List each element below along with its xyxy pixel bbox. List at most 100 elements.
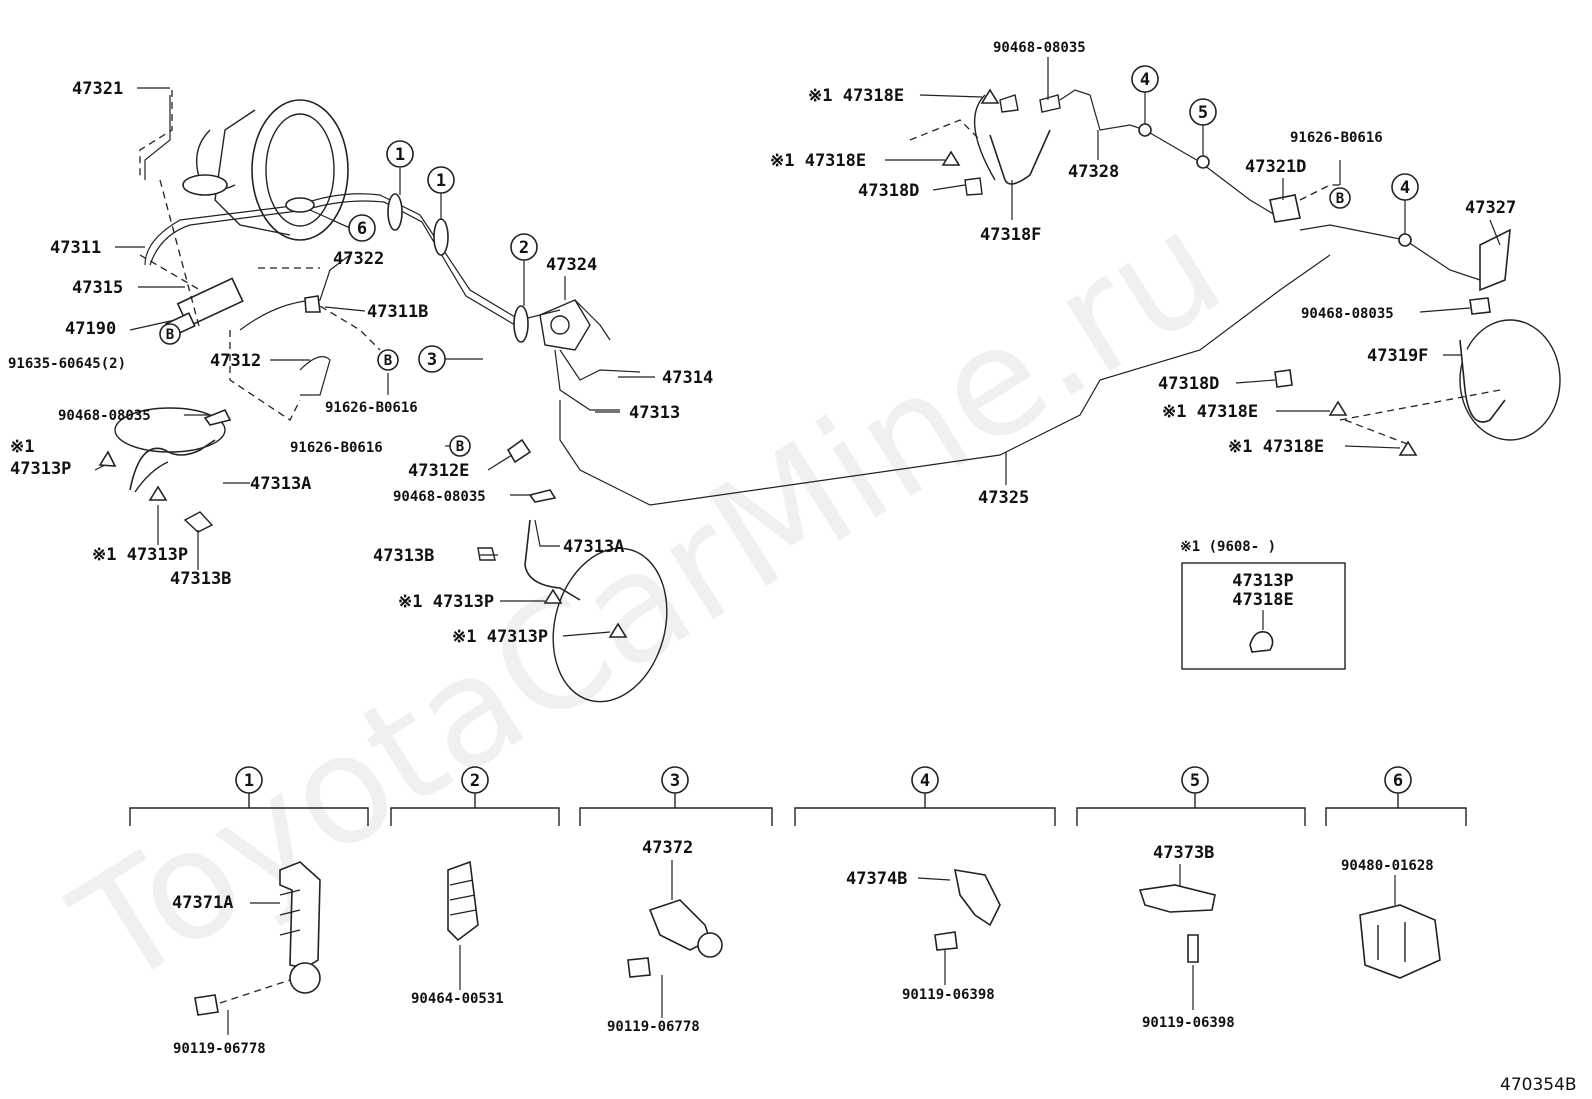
bracket-47318E-a (980, 88, 1000, 104)
group-1: 1 47371A 90119-06778 (129, 766, 369, 1057)
label-91635: 91635-60645(2) (8, 356, 126, 372)
clip-90468-a (203, 408, 232, 426)
svg-text:2: 2 (470, 771, 480, 791)
label-47318E-d: ※1 47318E (1228, 437, 1324, 457)
label-47313P-c: ※1 47313P (398, 592, 494, 612)
label-47313: 47313 (629, 403, 680, 423)
brake-booster (182, 99, 349, 241)
svg-text:B: B (166, 327, 174, 343)
rear-hose-47319F (1459, 319, 1561, 441)
label-47322: 47322 (333, 249, 384, 269)
svg-text:3: 3 (670, 771, 680, 791)
label-47313P-a: 47313P (10, 459, 71, 479)
label-47319F: 47319F (1367, 346, 1428, 366)
clip-90468-d (1469, 297, 1491, 315)
bracket-47318E-b (941, 150, 961, 166)
note-box-header: ※1 (9608- ) (1180, 539, 1276, 555)
svg-text:6: 6 (1393, 771, 1403, 791)
g1-label-a: 47371A (172, 893, 233, 913)
label-47313P-d: ※1 47313P (452, 627, 548, 647)
g4-label-b: 90119-06398 (902, 987, 995, 1003)
marker-b4: B (1329, 187, 1351, 209)
label-47327: 47327 (1465, 198, 1516, 218)
label-47318E-b: ※1 47318E (770, 151, 866, 171)
marker-1b: 1 (427, 166, 455, 194)
label-90468-a: 90468-08035 (58, 408, 151, 424)
svg-text:4: 4 (1140, 70, 1150, 90)
bracket-47313P-a (98, 450, 117, 467)
clip-1b (433, 218, 449, 256)
note-box: ※1 (9608- ) 47313P 47318E (1180, 539, 1346, 670)
rear-hose-47318F (964, 94, 1061, 196)
svg-text:6: 6 (357, 219, 367, 239)
label-91626-a: 91626-B0616 (325, 400, 418, 416)
marker-6: 6 (348, 214, 376, 242)
label-47313P-b: ※1 47313P (92, 545, 188, 565)
clip-4a (1138, 123, 1152, 137)
g2-label-a: 90464-00531 (411, 991, 504, 1007)
group-3: 3 47372 90119-06778 (579, 766, 773, 1035)
svg-text:5: 5 (1198, 103, 1208, 123)
marker-b2: B (377, 349, 399, 371)
label-47318F: 47318F (980, 225, 1041, 245)
label-47190: 47190 (65, 319, 116, 339)
label-90468-d: 90468-08035 (1301, 306, 1394, 322)
label-47313A-a: 47313A (250, 474, 311, 494)
label-47318D-b: 47318D (1158, 374, 1219, 394)
drawing-number: 470354B (1500, 1075, 1577, 1095)
label-note1: ※1 (10, 437, 34, 457)
part-labels: 47321 47311 47315 47190 91635-60645(2) 4… (8, 40, 1516, 647)
bracket-47318E-c (1328, 400, 1348, 416)
label-91626-b: 91626-B0616 (290, 440, 383, 456)
label-47321D: 47321D (1245, 157, 1306, 177)
marker-5: 5 (1189, 98, 1217, 126)
g3-label-a: 47372 (642, 838, 693, 858)
label-47313B-a: 47313B (170, 569, 231, 589)
bracket-47313P-b (148, 485, 168, 501)
note-box-line2: 47318E (1232, 590, 1293, 610)
group-5: 5 47373B 90119-06398 (1076, 766, 1306, 1031)
svg-text:4: 4 (1400, 178, 1410, 198)
clip-90468-b (528, 489, 557, 503)
group-4: 4 47374B 90119-06398 (794, 766, 1056, 1003)
label-47311B: 47311B (367, 302, 428, 322)
label-47313A-b: 47313A (563, 537, 624, 557)
g3-label-b: 90119-06778 (607, 1019, 700, 1035)
bracket-47311B (304, 295, 321, 313)
label-47313B-b: 47313B (373, 546, 434, 566)
marker-1a: 1 (386, 140, 414, 168)
label-47314: 47314 (662, 368, 713, 388)
svg-text:4: 4 (920, 771, 930, 791)
group-2: 2 90464-00531 (390, 766, 560, 1007)
svg-text:B: B (456, 439, 464, 455)
svg-text:3: 3 (427, 350, 437, 370)
proportioning-valve (539, 254, 1331, 506)
label-47315: 47315 (72, 278, 123, 298)
label-47321: 47321 (72, 79, 123, 99)
marker-3: 3 (418, 345, 446, 373)
g5-label-b: 90119-06398 (1142, 1015, 1235, 1031)
g4-label-a: 47374B (846, 869, 907, 889)
clip-1a (387, 193, 403, 231)
bracket-47313P-c (543, 588, 563, 604)
marker-b1: B (159, 323, 181, 345)
bracket-47327 (1479, 228, 1511, 292)
bracket-47313P-d (608, 622, 628, 638)
label-47318E-a: ※1 47318E (808, 86, 904, 106)
g1-label-b: 90119-06778 (173, 1041, 266, 1057)
clip-4b (1398, 233, 1412, 247)
clip-6 (285, 197, 315, 213)
union-47312E (506, 438, 532, 464)
svg-text:1: 1 (395, 145, 405, 165)
tee-47321D (1269, 194, 1301, 223)
marker-b3: B (449, 435, 471, 457)
svg-text:1: 1 (436, 171, 446, 191)
marker-4b: 4 (1391, 173, 1419, 201)
svg-text:1: 1 (244, 771, 254, 791)
label-47312E: 47312E (408, 461, 469, 481)
label-47318E-c: ※1 47318E (1162, 402, 1258, 422)
svg-text:B: B (384, 353, 392, 369)
marker-4a: 4 (1131, 65, 1159, 93)
label-47318D-a: 47318D (858, 181, 919, 201)
